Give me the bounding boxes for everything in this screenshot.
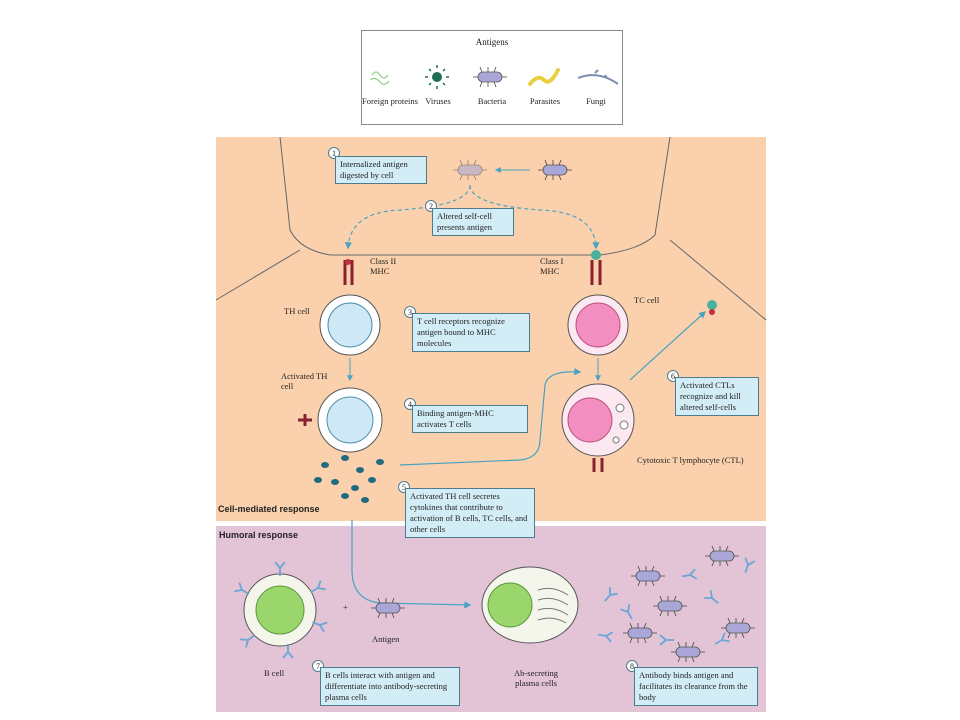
step-1-box: Internalized antigen digested by cell	[335, 156, 427, 184]
plasma-cell	[481, 566, 579, 644]
legend-title: Antigens	[475, 37, 509, 47]
antigen-label: Antigen	[372, 634, 400, 644]
ctl-label: Cytotoxic T lymphocyte (CTL)	[637, 455, 744, 465]
altered-self-cell-target	[707, 300, 717, 315]
bacteria-antigen	[537, 159, 573, 181]
plasma-cells-label: Ab-secreting plasma cells	[514, 668, 558, 688]
antibody-antigen-cluster	[596, 545, 756, 663]
plus-label: +	[343, 602, 348, 612]
class-ii-mhc-icon	[343, 259, 354, 285]
self-cell-membrane	[279, 136, 671, 256]
step-2-box: Altered self-cell presents antigen	[432, 208, 514, 236]
humoral-title: Humoral response	[219, 530, 299, 540]
class-ii-mhc-label: Class II MHC	[370, 256, 397, 276]
legend-label-fungi: Fungi	[586, 96, 606, 106]
legend-label-viruses: Viruses	[425, 96, 451, 106]
virus-icon	[425, 65, 449, 89]
tc-cell	[567, 294, 629, 356]
class-i-mhc-icon	[590, 250, 602, 285]
legend-label-bacteria: Bacteria	[477, 96, 507, 106]
class-i-mhc-label: Class I MHC	[540, 256, 564, 276]
bacteria-icon	[472, 66, 508, 88]
cytokines	[314, 455, 384, 503]
th-cell-label: TH cell	[284, 306, 310, 316]
protein-icon	[369, 71, 390, 85]
b-cell	[233, 561, 329, 659]
step-6-box: Activated CTLs recognize and kill altere…	[675, 377, 759, 416]
parasite-icon	[528, 68, 560, 86]
legend-label-parasites: Parasites	[529, 96, 561, 106]
tc-cell-label: TC cell	[634, 295, 660, 305]
internalized-bacteria	[452, 159, 488, 181]
b-cell-label: B cell	[264, 668, 285, 678]
activated-th-cell-label: Activated TH cell	[281, 371, 328, 391]
cell-mediated-title: Cell-mediated response	[218, 504, 320, 514]
fungi-icon	[577, 69, 619, 85]
step-7-box: B cells interact with antigen and differ…	[320, 667, 460, 706]
activated-th-cell	[298, 387, 383, 453]
legend-label-foreign-proteins: Foreign proteins	[362, 96, 418, 106]
ctl-cell	[561, 383, 635, 472]
step-8-box: Antibody binds antigen and facilitates i…	[634, 667, 758, 706]
antigen-bacterium	[370, 597, 406, 619]
step-5-box: Activated TH cell secretes cytokines tha…	[405, 488, 535, 538]
step-3-box: T cell receptors recognize antigen bound…	[412, 313, 530, 352]
step-4-box: Binding antigen-MHC activates T cells	[412, 405, 528, 433]
th-cell	[319, 294, 381, 356]
